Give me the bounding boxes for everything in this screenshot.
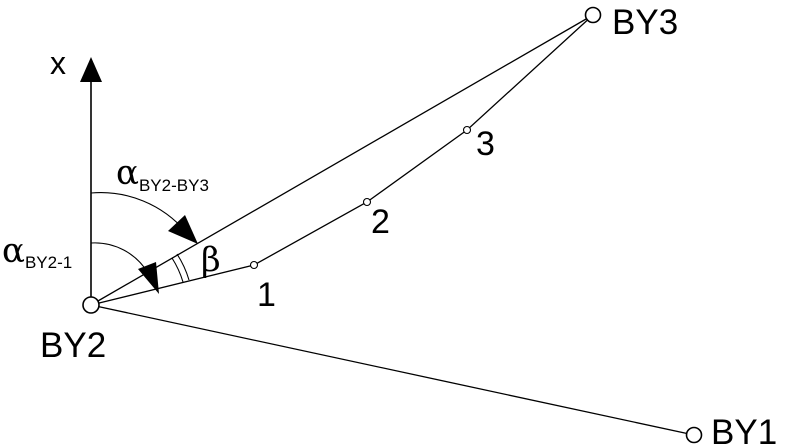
x-axis-label: x (50, 45, 66, 81)
point-label-1: 1 (257, 276, 276, 314)
x-axis-arrowhead (80, 57, 102, 82)
angle-arc-by2-by3 (90, 192, 187, 233)
angle-arrowhead-by2-by3 (168, 215, 198, 244)
angle-label-by2-1: αBY2-1 (2, 231, 72, 272)
line-by2-by1 (90, 304, 695, 436)
station-label-by1: BY1 (711, 413, 777, 444)
station-label-by2: BY2 (40, 326, 106, 365)
station-marker-by2 (82, 296, 100, 314)
angle-label-by2-by3: αBY2-BY3 (116, 153, 209, 195)
angle-subscript-by2-1: BY2-1 (25, 253, 72, 272)
point-label-3: 3 (476, 125, 495, 163)
angle-symbol-by2-by3: α (116, 153, 139, 193)
line-by2-by3 (90, 14, 594, 306)
angle-symbol-by2-1: α (2, 231, 25, 271)
point-marker-1 (249, 260, 259, 270)
angle-label-beta: β (201, 240, 221, 280)
angle-arc-beta-inner (171, 257, 184, 283)
station-marker-by3 (584, 6, 602, 24)
station-marker-by1 (685, 426, 703, 444)
point-marker-3 (462, 125, 472, 135)
point-label-2: 2 (371, 203, 390, 241)
station-label-by3: BY3 (612, 3, 678, 42)
angle-subscript-by2-by3: BY2-BY3 (139, 176, 209, 195)
angle-arrowhead-by2-1 (138, 262, 159, 294)
angle-arc-beta-outer (176, 253, 190, 281)
point-marker-2 (362, 197, 372, 207)
